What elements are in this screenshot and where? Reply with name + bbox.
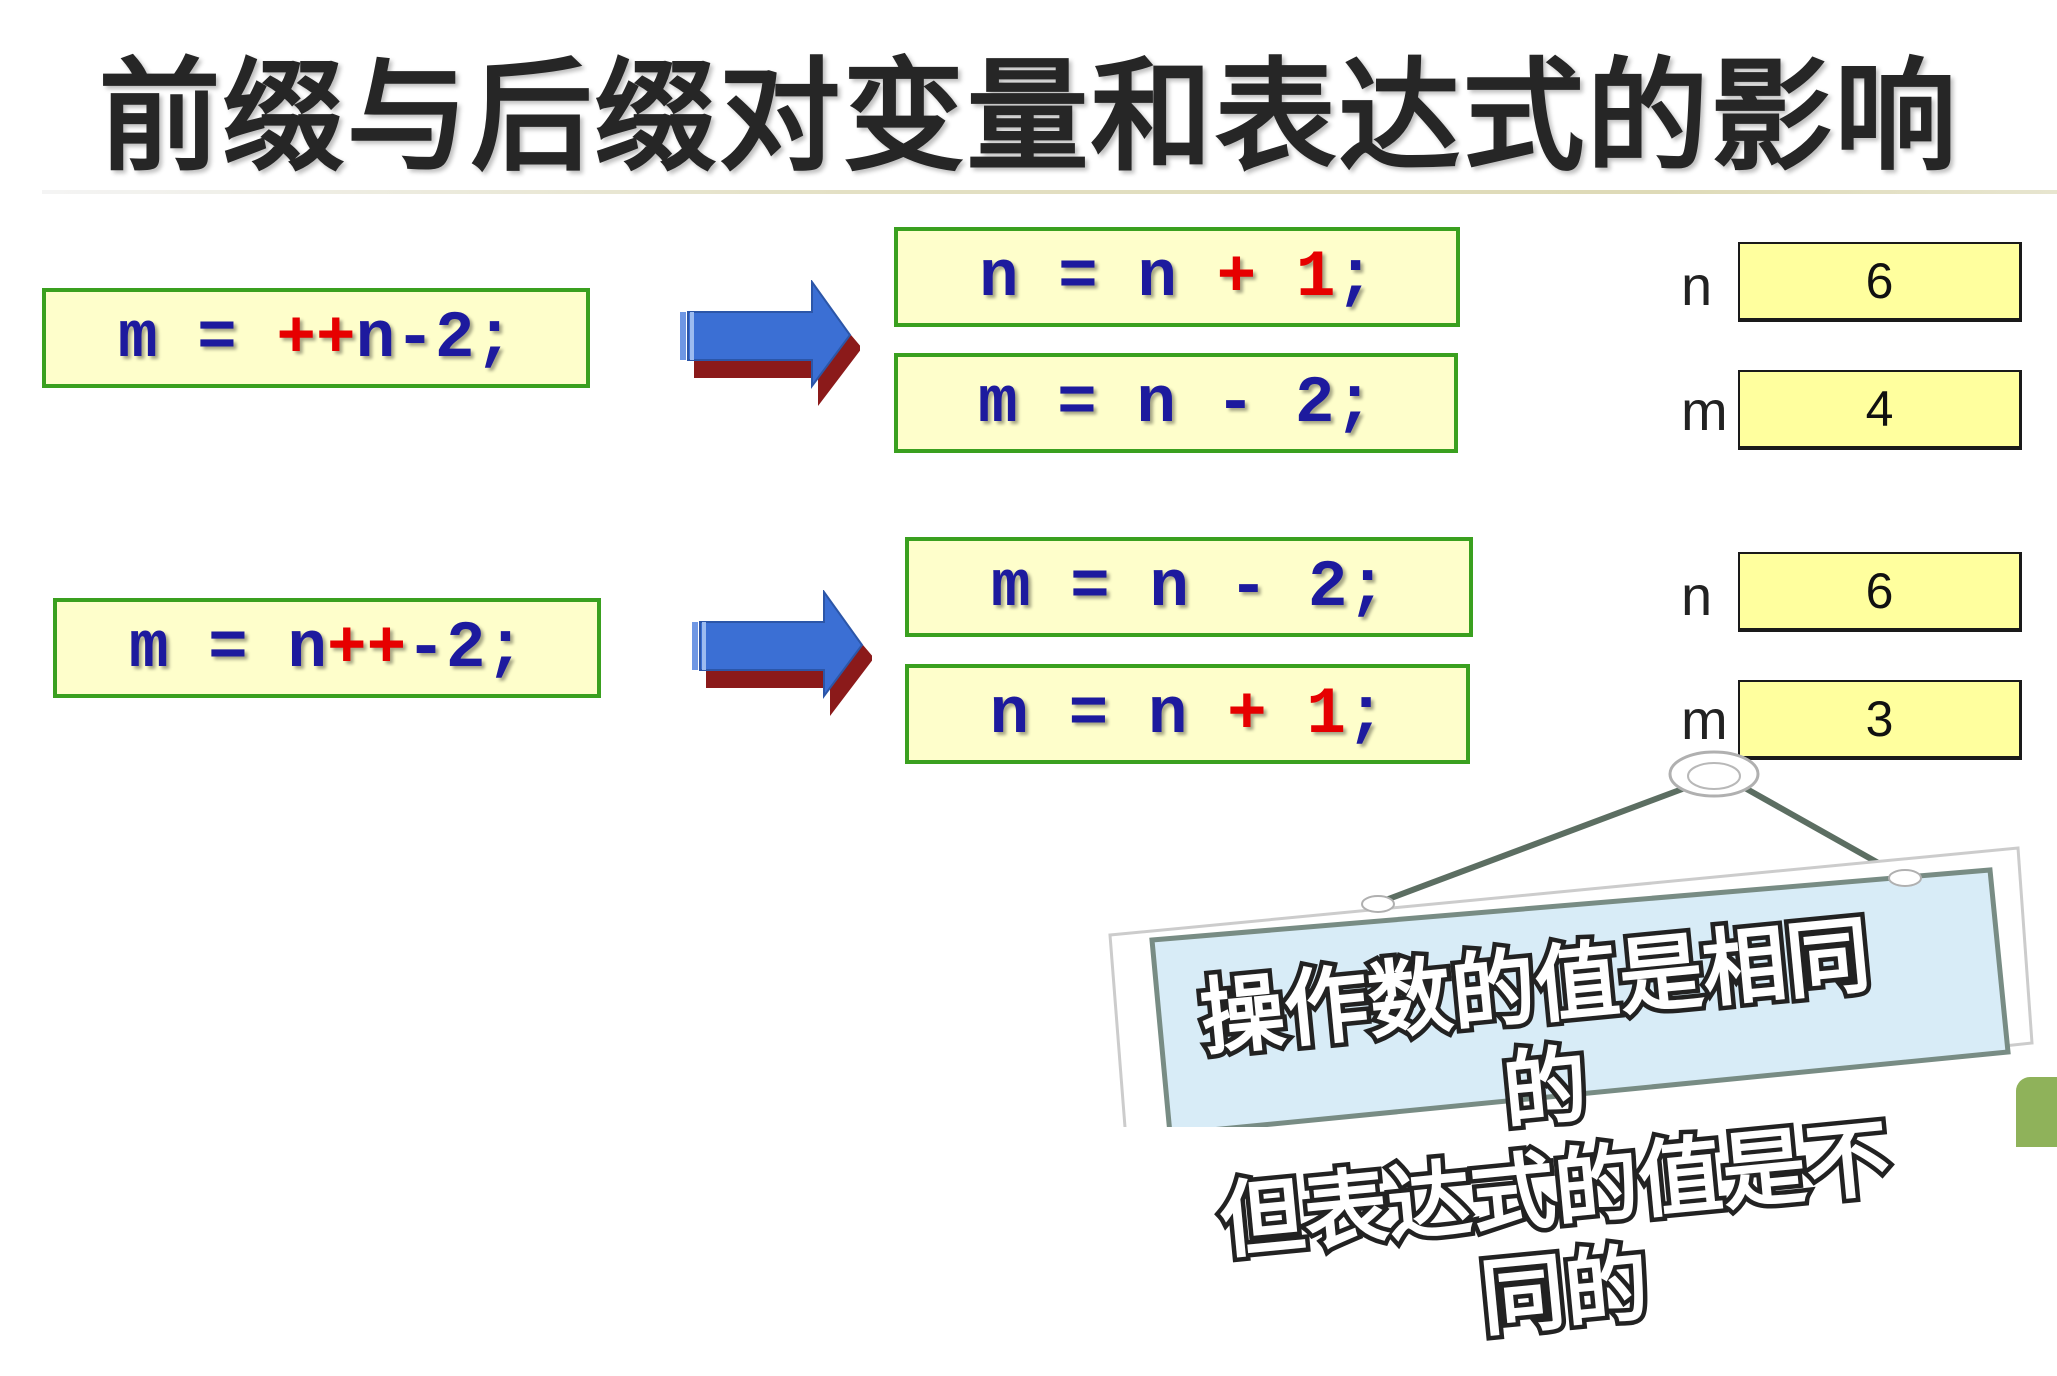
sign-message: 操作数的值是相同的 但表达式的值是不同的	[1182, 902, 1918, 1375]
corner-tab	[2016, 1077, 2057, 1147]
